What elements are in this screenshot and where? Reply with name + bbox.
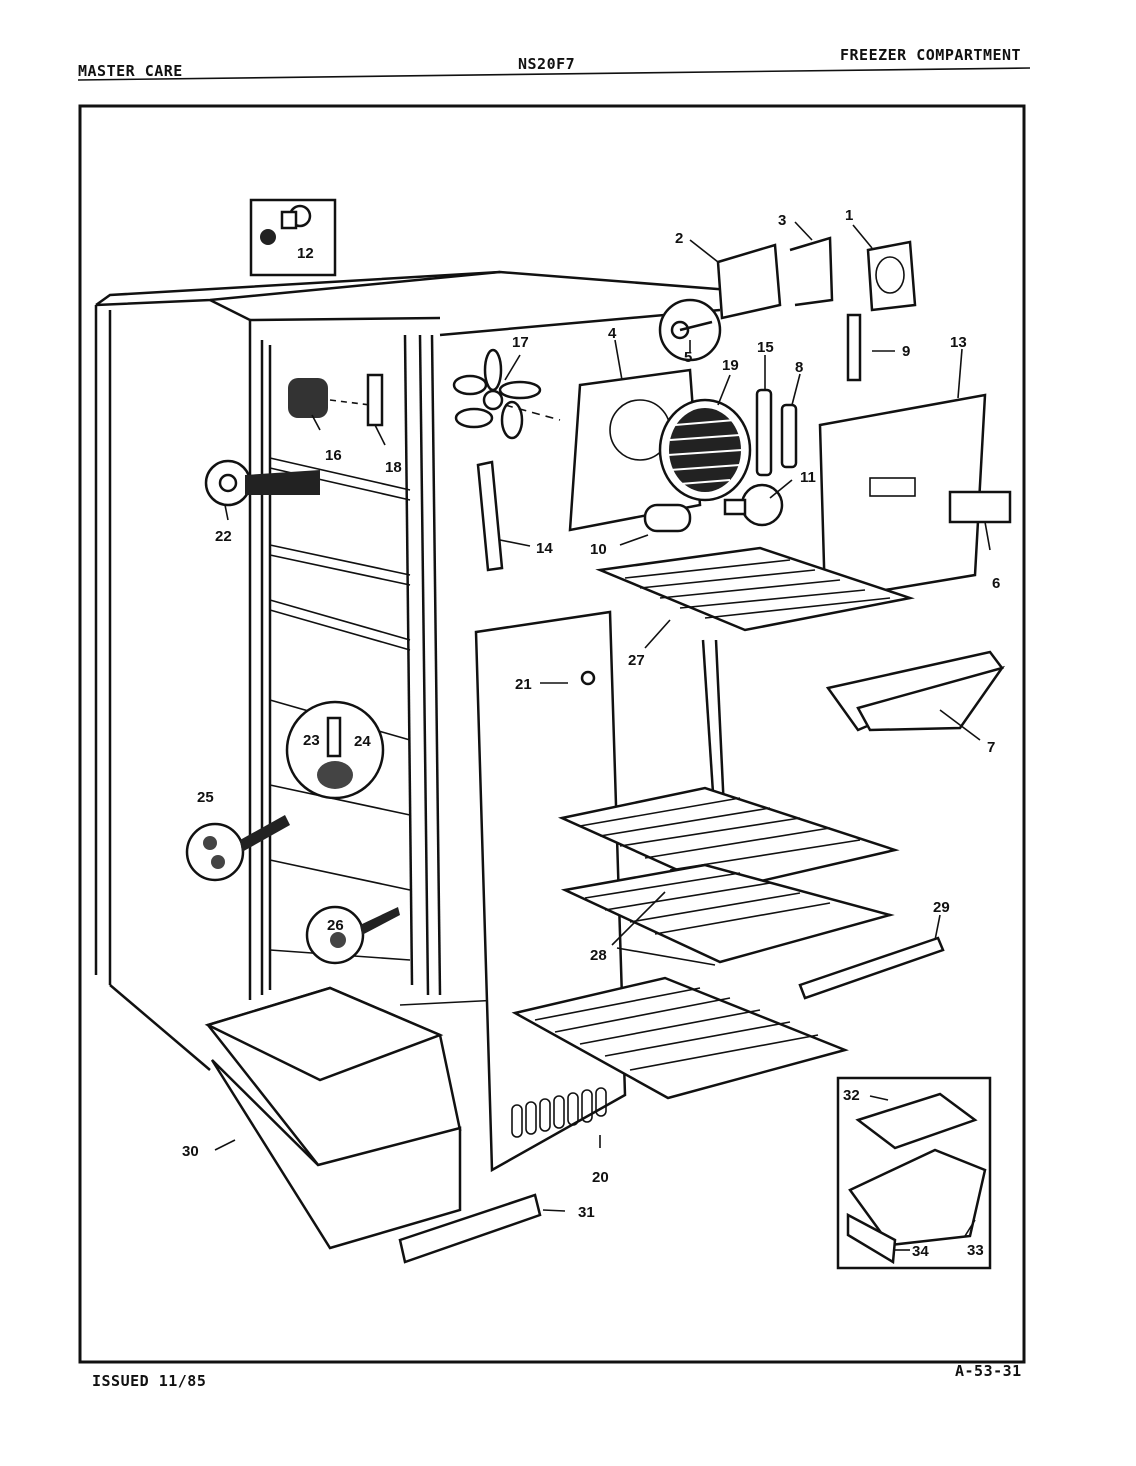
part-14-bracket (476, 460, 504, 572)
callout-17: 17 (512, 334, 529, 351)
part-13-control-panel (818, 393, 987, 602)
part-22-knob (204, 459, 320, 507)
callout-4: 4 (608, 325, 617, 342)
callout-34: 34 (912, 1243, 929, 1260)
part-8-strip (780, 403, 798, 469)
part-7-bin (825, 650, 1006, 732)
part-1-housing (866, 240, 917, 312)
part-11-light-bulb (723, 483, 784, 527)
callout-25: 25 (197, 789, 214, 806)
part-17-fan-blade (452, 348, 542, 440)
part-25-detail (185, 815, 290, 882)
callout-6: 6 (992, 575, 1000, 592)
callout-15: 15 (757, 339, 774, 356)
callout-32: 32 (843, 1087, 860, 1104)
part-9-strip (846, 313, 862, 382)
callout-24: 24 (354, 733, 371, 750)
callout-18: 18 (385, 459, 402, 476)
callout-3: 3 (778, 212, 786, 229)
part-10-lamp-socket (643, 503, 692, 533)
callout-1: 1 (845, 207, 853, 224)
section-title: FREEZER COMPARTMENT (840, 46, 1022, 64)
callout-11: 11 (800, 469, 816, 486)
callout-21: 21 (515, 676, 532, 693)
leader-lines (214, 221, 991, 1251)
callout-23: 23 (303, 732, 320, 749)
diagram-frame (78, 104, 1026, 1364)
part-2-housing (716, 243, 782, 320)
part-16-thermostat (288, 378, 328, 418)
callout-16: 16 (325, 447, 342, 464)
callout-28: 28 (590, 947, 607, 964)
part-27-shelf (595, 546, 915, 632)
callout-10: 10 (590, 541, 607, 558)
callout-19: 19 (722, 357, 739, 374)
callout-26: 26 (327, 917, 344, 934)
part-28-shelf-lower (560, 863, 895, 964)
callout-14: 14 (536, 540, 553, 557)
callout-20: 20 (592, 1169, 609, 1186)
parts-32-34-inset (836, 1076, 992, 1270)
part-28-shelf-bottom (511, 976, 849, 1100)
part-5-detail (658, 298, 722, 362)
callout-33: 33 (967, 1242, 984, 1259)
brand-label: MASTER CARE (78, 62, 183, 80)
callout-5: 5 (684, 349, 692, 366)
callout-12: 12 (297, 245, 314, 262)
part-23-24-detail (285, 700, 385, 800)
part-30-basket (204, 986, 462, 1250)
part-6-label-plate (948, 490, 1012, 524)
part-29-trim-strip (798, 936, 945, 1000)
callout-27: 27 (628, 652, 645, 669)
callout-2: 2 (675, 230, 683, 247)
callout-29: 29 (933, 899, 950, 916)
callout-7: 7 (987, 739, 995, 756)
model-number: NS20F7 (518, 55, 576, 73)
part-18-bracket (366, 373, 384, 427)
callout-31: 31 (578, 1204, 595, 1221)
part-15-strip (755, 388, 773, 477)
callout-13: 13 (950, 334, 967, 351)
part-31-trim-strip (398, 1193, 542, 1264)
callout-22: 22 (215, 528, 232, 545)
part-26-detail (305, 905, 400, 965)
part-3-bracket (789, 236, 834, 307)
callout-9: 9 (902, 343, 910, 360)
document-number: A-53-31 (955, 1362, 1022, 1380)
part-19-fan-guard (658, 398, 752, 502)
callout-30: 30 (182, 1143, 199, 1160)
header-rule (77, 67, 1031, 81)
issued-date: ISSUED 11/85 (92, 1372, 207, 1390)
part-12-inset (249, 198, 337, 277)
callout-8: 8 (795, 359, 803, 376)
